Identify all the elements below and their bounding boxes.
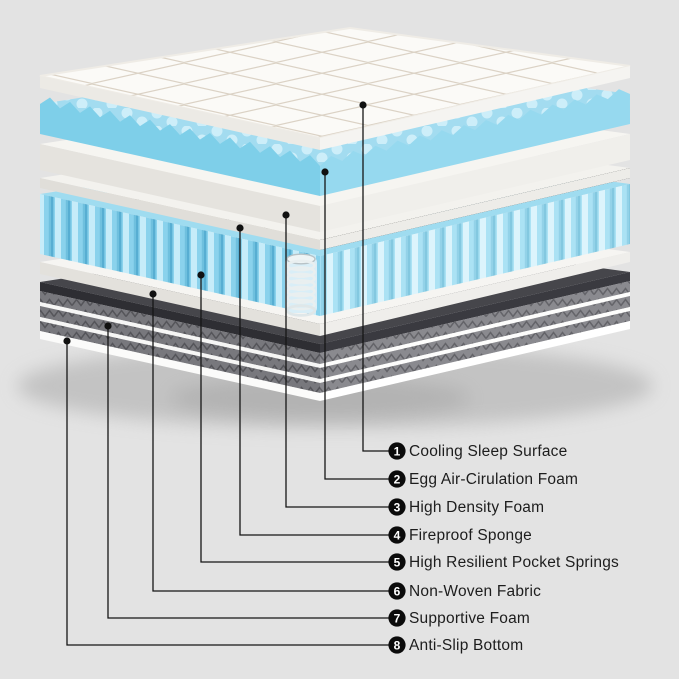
legend-row-5: 5 High Resilient Pocket Springs [388,553,619,571]
callout-2 [321,168,389,480]
layer-number-2: 2 [394,473,401,487]
callout-dot-6 [149,290,157,298]
layer-number-badge-8 [388,636,406,654]
layer-number-3: 3 [394,501,401,515]
callout-dot-8 [63,337,71,345]
callout-line-7 [107,326,389,619]
layer-number-1: 1 [394,445,401,459]
callout-dot-1 [359,101,367,109]
callout-8 [63,337,389,646]
layer-number-badge-2 [388,470,406,488]
callout-line-8 [66,341,389,646]
callout-3 [282,211,389,508]
legend: 1 Cooling Sleep Surface 2 Egg Air-Cirula… [388,442,619,654]
layer-number-8: 8 [394,639,401,653]
callout-5 [197,271,389,563]
legend-row-1: 1 Cooling Sleep Surface [388,442,567,460]
callout-line-4 [239,228,389,536]
layer-number-badge-6 [388,582,406,600]
layer-cooling-sleep-surface-graphic [39,26,631,150]
layer-number-7: 7 [394,612,401,626]
callout-7 [104,322,389,619]
layer-number-6: 6 [394,585,401,599]
layer-number-badge-1 [388,442,406,460]
legend-row-4: 4 Fireproof Sponge [388,526,532,544]
layer-label-1: Cooling Sleep Surface [409,443,567,460]
layer-label-7: Supportive Foam [409,610,530,627]
callout-4 [236,224,389,536]
layer-label-3: High Density Foam [409,499,544,516]
layer-number-4: 4 [394,529,401,543]
callout-dot-7 [104,322,112,330]
pocket-spring-coil-illustration [285,253,317,317]
layer-number-badge-3 [388,498,406,516]
layer-label-5: High Resilient Pocket Springs [409,554,619,571]
layer-label-8: Anti-Slip Bottom [409,637,523,654]
callout-6 [149,290,389,592]
layer-number-5: 5 [394,556,401,570]
callout-dot-5 [197,271,205,279]
callout-line-5 [200,275,389,563]
callout-dot-3 [282,211,290,219]
callout-1 [359,101,389,452]
legend-row-8: 8 Anti-Slip Bottom [388,636,523,654]
callout-line-1 [362,105,389,452]
layer-anti-slip-bottom-graphic [40,321,630,401]
callout-dot-2 [321,168,329,176]
callout-line-6 [152,294,389,592]
layer-number-badge-7 [388,609,406,627]
legend-row-7: 7 Supportive Foam [388,609,530,627]
layer-label-2: Egg Air-Cirulation Foam [409,471,578,488]
layer-label-6: Non-Woven Fabric [409,583,541,600]
legend-row-2: 2 Egg Air-Cirulation Foam [388,470,578,488]
legend-row-3: 3 High Density Foam [388,498,544,516]
layer-number-badge-4 [388,526,406,544]
callouts [63,101,389,646]
callout-dot-4 [236,224,244,232]
layer-label-4: Fireproof Sponge [409,527,532,544]
callout-line-3 [285,215,389,508]
layer-number-badge-5 [388,553,406,571]
legend-row-6: 6 Non-Woven Fabric [388,582,541,600]
callout-line-2 [324,172,389,480]
